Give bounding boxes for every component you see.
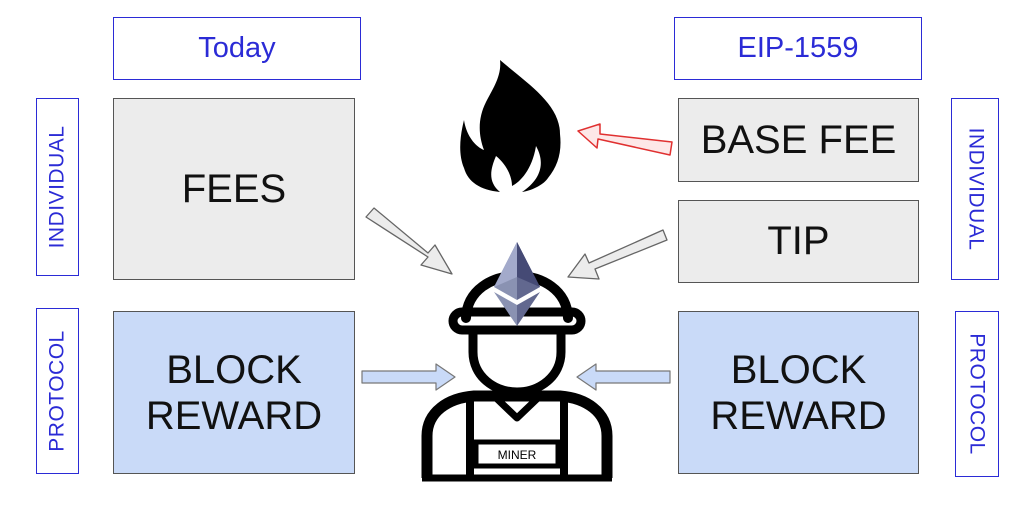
block-reward-left-line1: BLOCK <box>166 347 302 392</box>
fire-icon <box>460 60 561 192</box>
base-fee-label: BASE FEE <box>700 117 897 162</box>
block-reward-right-line1: BLOCK <box>730 347 867 392</box>
base-fee-box: BASE FEE <box>678 98 919 182</box>
today-header: Today <box>113 17 361 80</box>
left-reward-to-miner-arrow <box>361 363 456 391</box>
tip-label: TIP <box>767 219 830 263</box>
right-reward-to-miner-arrow <box>576 363 671 391</box>
left-individual-label: INDIVIDUAL <box>36 98 79 276</box>
miner-icon: MINER <box>421 271 613 482</box>
block-reward-right-line2: REWARD <box>710 393 887 438</box>
eip-1559-header-label: EIP-1559 <box>737 32 859 64</box>
block-reward-left-box: BLOCK REWARD <box>113 311 355 474</box>
eip-1559-header: EIP-1559 <box>674 17 922 80</box>
fees-box: FEES <box>113 98 355 280</box>
right-protocol-label: PROTOCOL <box>955 311 999 477</box>
fees-to-miner-arrow <box>365 207 453 275</box>
block-reward-right-box: BLOCK REWARD <box>678 311 919 474</box>
burn-arrow <box>577 123 673 156</box>
right-individual-label: INDIVIDUAL <box>951 98 999 280</box>
fees-label: FEES <box>181 166 287 211</box>
ethereum-icon <box>494 242 540 326</box>
today-header-label: Today <box>198 32 276 64</box>
tip-to-miner-arrow <box>567 229 668 280</box>
left-protocol-label: PROTOCOL <box>36 308 79 474</box>
block-reward-left-line2: REWARD <box>145 393 323 438</box>
tip-box: TIP <box>678 200 919 283</box>
miner-badge-label: MINER <box>498 448 537 462</box>
